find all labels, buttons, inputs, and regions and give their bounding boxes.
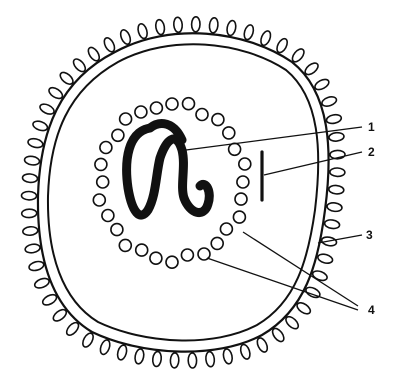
surface-spike bbox=[99, 339, 112, 356]
label-1: 1 bbox=[368, 120, 375, 134]
capsomer bbox=[196, 109, 208, 121]
surface-spike bbox=[137, 23, 149, 40]
surface-spike bbox=[226, 20, 237, 36]
surface-spike bbox=[191, 17, 200, 32]
surface-spike bbox=[119, 28, 132, 45]
surface-spike bbox=[205, 351, 215, 367]
label-3: 3 bbox=[366, 228, 373, 242]
surface-spike bbox=[328, 185, 344, 195]
capsomer bbox=[166, 98, 178, 110]
label-4: 4 bbox=[368, 303, 375, 317]
capsomer bbox=[102, 210, 114, 222]
capsomer bbox=[239, 158, 251, 170]
capsomer bbox=[150, 252, 162, 264]
surface-spike bbox=[47, 86, 64, 101]
surface-spike bbox=[25, 243, 41, 254]
surface-spike bbox=[188, 353, 197, 368]
surface-spike bbox=[295, 301, 312, 316]
capsomer bbox=[100, 142, 112, 154]
capsomer bbox=[233, 211, 245, 223]
capsomer bbox=[183, 98, 195, 110]
capsomer bbox=[111, 224, 123, 236]
surface-spike bbox=[22, 209, 37, 218]
surface-spike bbox=[321, 95, 338, 108]
capsomer bbox=[212, 114, 224, 126]
surface-spike bbox=[152, 351, 162, 367]
surface-spike bbox=[81, 332, 96, 349]
capsomer bbox=[119, 239, 131, 251]
capsomer bbox=[229, 143, 241, 155]
surface-spike bbox=[24, 155, 40, 166]
capsomer bbox=[235, 193, 247, 205]
capsomer bbox=[93, 194, 105, 206]
surface-spike bbox=[116, 344, 128, 361]
label-2: 2 bbox=[368, 145, 375, 159]
capsomer bbox=[95, 158, 107, 170]
capsomer bbox=[136, 244, 148, 256]
capsomer bbox=[223, 127, 235, 139]
surface-spike bbox=[259, 30, 272, 47]
surface-spike bbox=[239, 343, 252, 360]
surface-spike bbox=[330, 168, 345, 177]
surface-spike bbox=[41, 293, 58, 308]
surface-spike bbox=[329, 132, 345, 142]
capsomer bbox=[181, 249, 193, 261]
surface-spike bbox=[170, 353, 179, 368]
surface-spike bbox=[38, 102, 55, 116]
surface-spike bbox=[32, 120, 49, 133]
surface-spike bbox=[21, 191, 36, 200]
surface-spike bbox=[209, 17, 219, 33]
surface-spike bbox=[255, 336, 269, 353]
surface-spike bbox=[275, 37, 289, 54]
surface-spike bbox=[22, 226, 38, 236]
capsomer bbox=[112, 129, 124, 141]
capsomer bbox=[211, 237, 223, 249]
capsomer bbox=[120, 113, 132, 125]
capsomer bbox=[150, 102, 162, 114]
capsomer bbox=[135, 106, 147, 118]
surface-spike bbox=[222, 348, 233, 364]
capsomer bbox=[166, 256, 178, 268]
capsomer bbox=[97, 176, 109, 188]
surface-spike bbox=[173, 17, 183, 33]
surface-spike bbox=[313, 77, 330, 91]
surface-spike bbox=[134, 348, 145, 364]
surface-spike bbox=[326, 114, 342, 125]
surface-spike bbox=[324, 219, 340, 230]
surface-spike bbox=[27, 137, 44, 149]
capsomer bbox=[237, 176, 249, 188]
surface-spike bbox=[155, 19, 166, 35]
surface-spike bbox=[33, 277, 50, 290]
surface-spike bbox=[243, 24, 255, 41]
surface-spike bbox=[317, 253, 334, 265]
surface-spike bbox=[311, 269, 328, 282]
surface-spike bbox=[22, 173, 38, 183]
capsomer bbox=[220, 223, 232, 235]
surface-spike bbox=[28, 260, 45, 272]
surface-spike bbox=[327, 202, 343, 212]
surface-spike bbox=[102, 36, 116, 53]
